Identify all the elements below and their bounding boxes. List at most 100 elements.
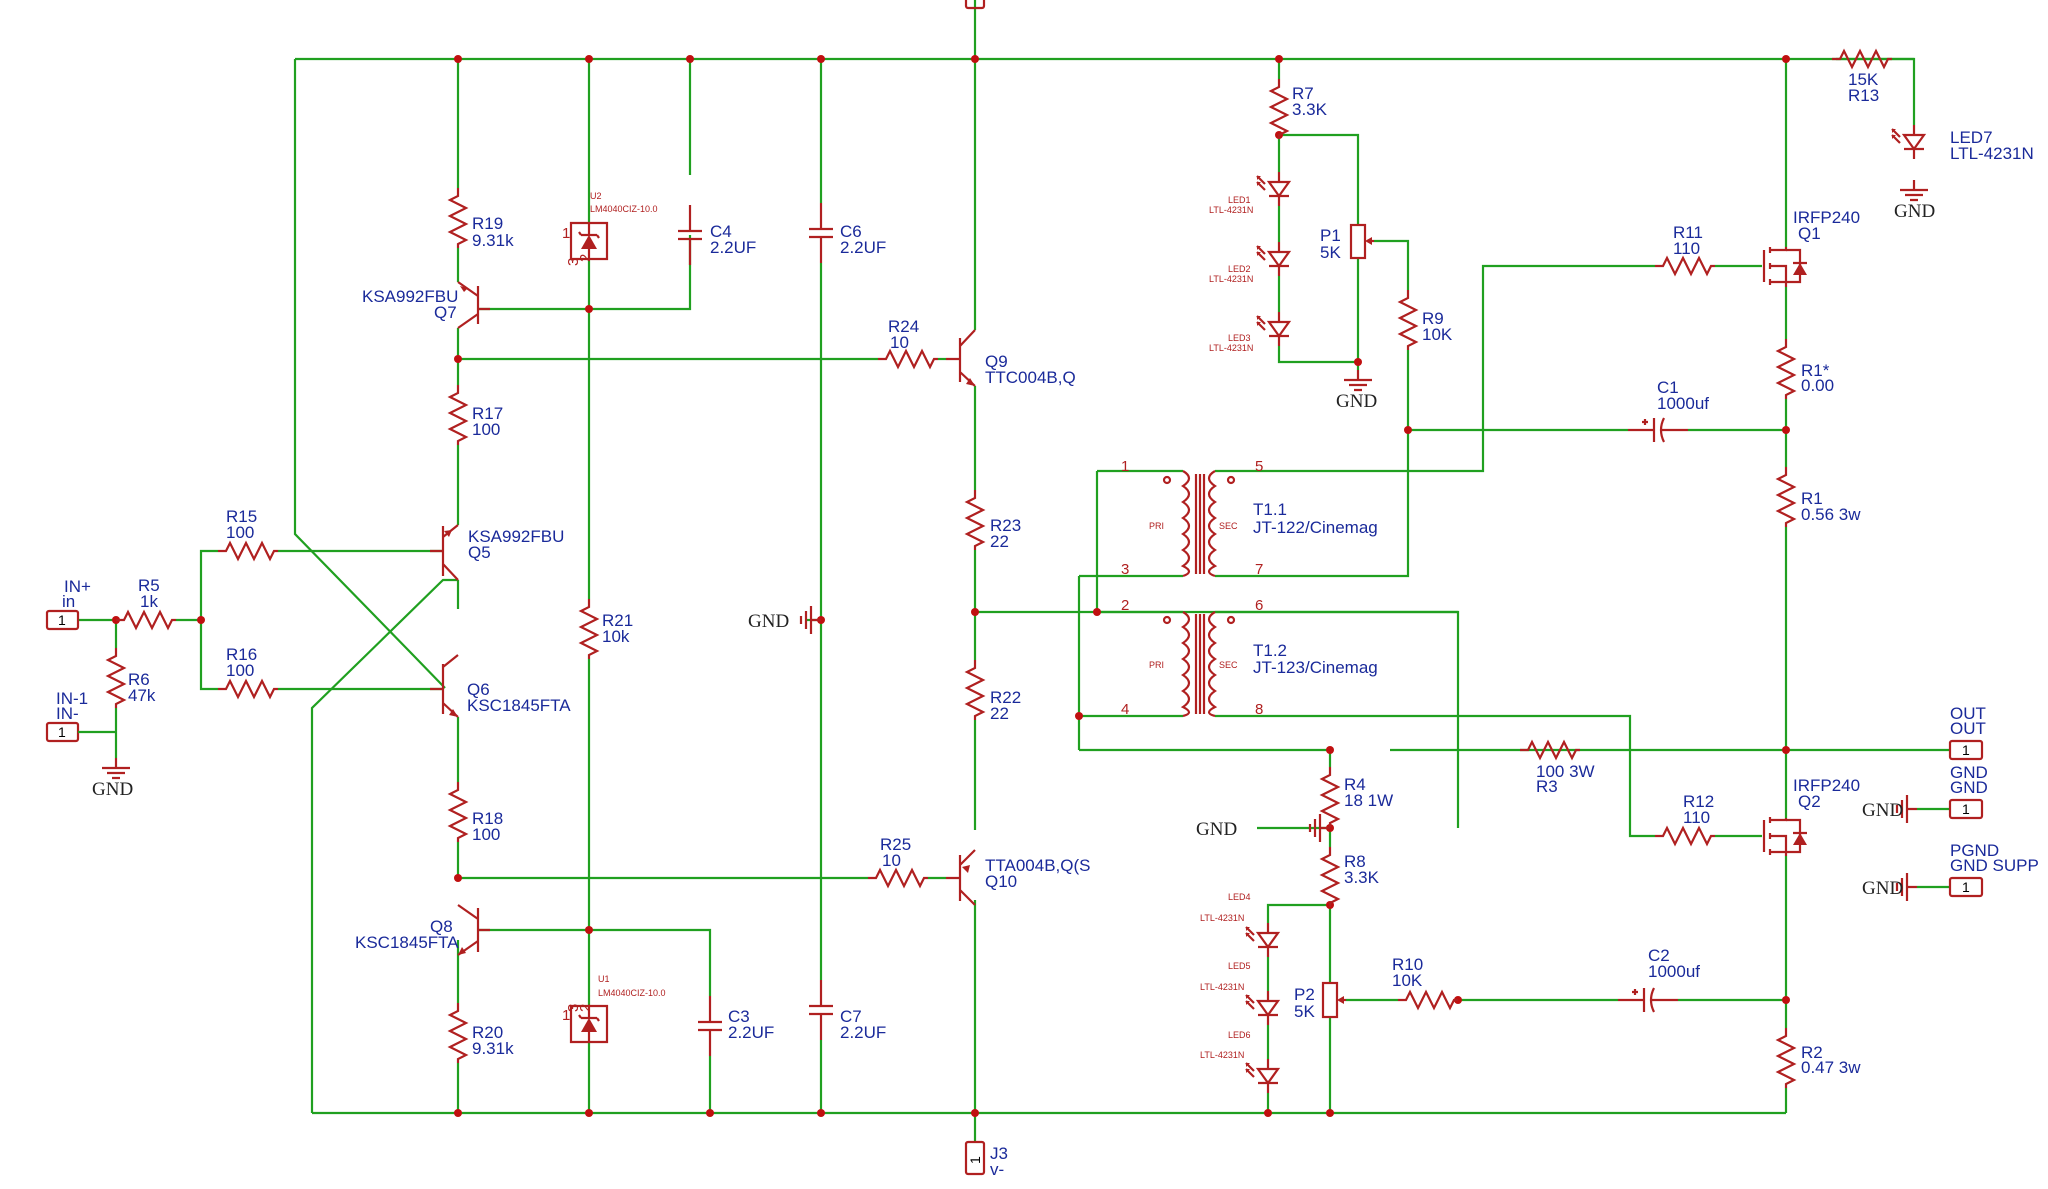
ground-symbol: GND xyxy=(1336,368,1377,412)
svg-text:TTC004B,Q: TTC004B,Q xyxy=(985,368,1076,387)
svg-text:9.31k: 9.31k xyxy=(472,1039,514,1058)
svg-text:2: 2 xyxy=(1121,597,1129,614)
svg-text:0.00: 0.00 xyxy=(1801,376,1834,395)
svg-text:KSA992FBU: KSA992FBU xyxy=(468,527,564,546)
svg-text:GND SUPP: GND SUPP xyxy=(1950,856,2039,875)
svg-text:SEC: SEC xyxy=(1219,521,1238,531)
svg-text:PRI: PRI xyxy=(1149,660,1164,670)
ground-symbol: GND xyxy=(1894,178,1935,222)
connector-J3[interactable]: 1 J3v- xyxy=(964,1140,1008,1179)
svg-text:U1: U1 xyxy=(598,974,610,984)
svg-text:1: 1 xyxy=(562,1007,570,1024)
svg-text:8: 8 xyxy=(1255,701,1263,718)
connector-in-minus[interactable]: 1 IN-1IN- xyxy=(45,689,116,743)
svg-text:7: 7 xyxy=(1255,561,1263,578)
svg-text:U2: U2 xyxy=(590,191,602,201)
svg-text:3: 3 xyxy=(565,1004,582,1012)
ground-symbol: GND xyxy=(1196,812,1332,844)
svg-text:1: 1 xyxy=(967,1156,983,1164)
svg-text:R5: R5 xyxy=(138,576,160,595)
svg-text:100: 100 xyxy=(226,523,254,542)
junction-dots xyxy=(112,55,1790,1117)
svg-text:LM4040CIZ-10.0: LM4040CIZ-10.0 xyxy=(590,204,658,214)
svg-text:LED1: LED1 xyxy=(1228,195,1251,205)
svg-text:R2: R2 xyxy=(1801,1043,1823,1062)
resistor-R2: R20.47 3w xyxy=(1776,1026,1861,1090)
svg-text:LTL-4231N: LTL-4231N xyxy=(1200,913,1244,923)
svg-text:Q1: Q1 xyxy=(1798,224,1821,243)
svg-text:2.2UF: 2.2UF xyxy=(840,238,886,257)
svg-text:2.2UF: 2.2UF xyxy=(728,1023,774,1042)
capacitor-C3: C32.2UF xyxy=(696,994,774,1058)
svg-text:R10: R10 xyxy=(1392,955,1423,974)
svg-text:10K: 10K xyxy=(1422,325,1453,344)
svg-text:3: 3 xyxy=(565,258,582,266)
svg-text:LTL-4231N: LTL-4231N xyxy=(1209,205,1253,215)
svg-text:R18: R18 xyxy=(472,809,503,828)
svg-text:GND: GND xyxy=(1894,201,1935,222)
svg-text:9.31k: 9.31k xyxy=(472,231,514,250)
reference-U1: 1 U1 LM4040CIZ-10.0 3 2 xyxy=(562,974,666,1044)
svg-text:3.3K: 3.3K xyxy=(1292,100,1328,119)
svg-text:5K: 5K xyxy=(1320,243,1341,262)
svg-text:100: 100 xyxy=(472,825,500,844)
svg-text:1: 1 xyxy=(58,724,66,740)
svg-text:2: 2 xyxy=(577,1004,594,1012)
svg-text:in: in xyxy=(62,592,75,611)
transformer-T1-1: 1 3 5 7 PRI SEC T1.1JT-122/Cinemag xyxy=(1121,458,1378,578)
svg-text:10K: 10K xyxy=(1392,971,1423,990)
svg-text:LED6: LED6 xyxy=(1228,1030,1251,1040)
svg-text:J3: J3 xyxy=(990,1144,1008,1163)
svg-text:OUT: OUT xyxy=(1950,704,1986,723)
capacitor-C7: C72.2UF xyxy=(807,978,886,1042)
svg-text:C3: C3 xyxy=(728,1007,750,1026)
svg-text:R21: R21 xyxy=(602,611,633,630)
connector-in-plus[interactable]: 1 IN+in xyxy=(45,577,91,631)
resistor-R8: R83.3K xyxy=(1320,845,1380,909)
svg-text:LTL-4231N: LTL-4231N xyxy=(1200,982,1244,992)
svg-text:1k: 1k xyxy=(140,592,158,611)
svg-text:PRI: PRI xyxy=(1149,521,1164,531)
capacitor-C4: C42.2UF xyxy=(676,203,756,267)
svg-text:R17: R17 xyxy=(472,404,503,423)
svg-text:3: 3 xyxy=(1121,561,1129,578)
svg-text:R13: R13 xyxy=(1848,86,1879,105)
svg-text:0.47 3w: 0.47 3w xyxy=(1801,1058,1861,1077)
resistor-R1: R10.56 3w xyxy=(1776,465,1861,529)
svg-text:PGND: PGND xyxy=(1950,841,1999,860)
svg-text:R3: R3 xyxy=(1536,777,1558,796)
svg-text:R12: R12 xyxy=(1683,792,1714,811)
svg-text:1: 1 xyxy=(1962,801,1970,817)
svg-text:JT-122/Cinemag: JT-122/Cinemag xyxy=(1253,518,1378,537)
svg-text:2.2UF: 2.2UF xyxy=(710,238,756,257)
svg-text:0.56 3w: 0.56 3w xyxy=(1801,505,1861,524)
svg-text:LM4040CIZ-10.0: LM4040CIZ-10.0 xyxy=(598,988,666,998)
svg-text:5K: 5K xyxy=(1294,1002,1315,1021)
svg-text:T1.1: T1.1 xyxy=(1253,500,1287,519)
svg-text:KSC1845FTA: KSC1845FTA xyxy=(355,933,459,952)
connector-v-plus-top[interactable] xyxy=(964,0,986,10)
